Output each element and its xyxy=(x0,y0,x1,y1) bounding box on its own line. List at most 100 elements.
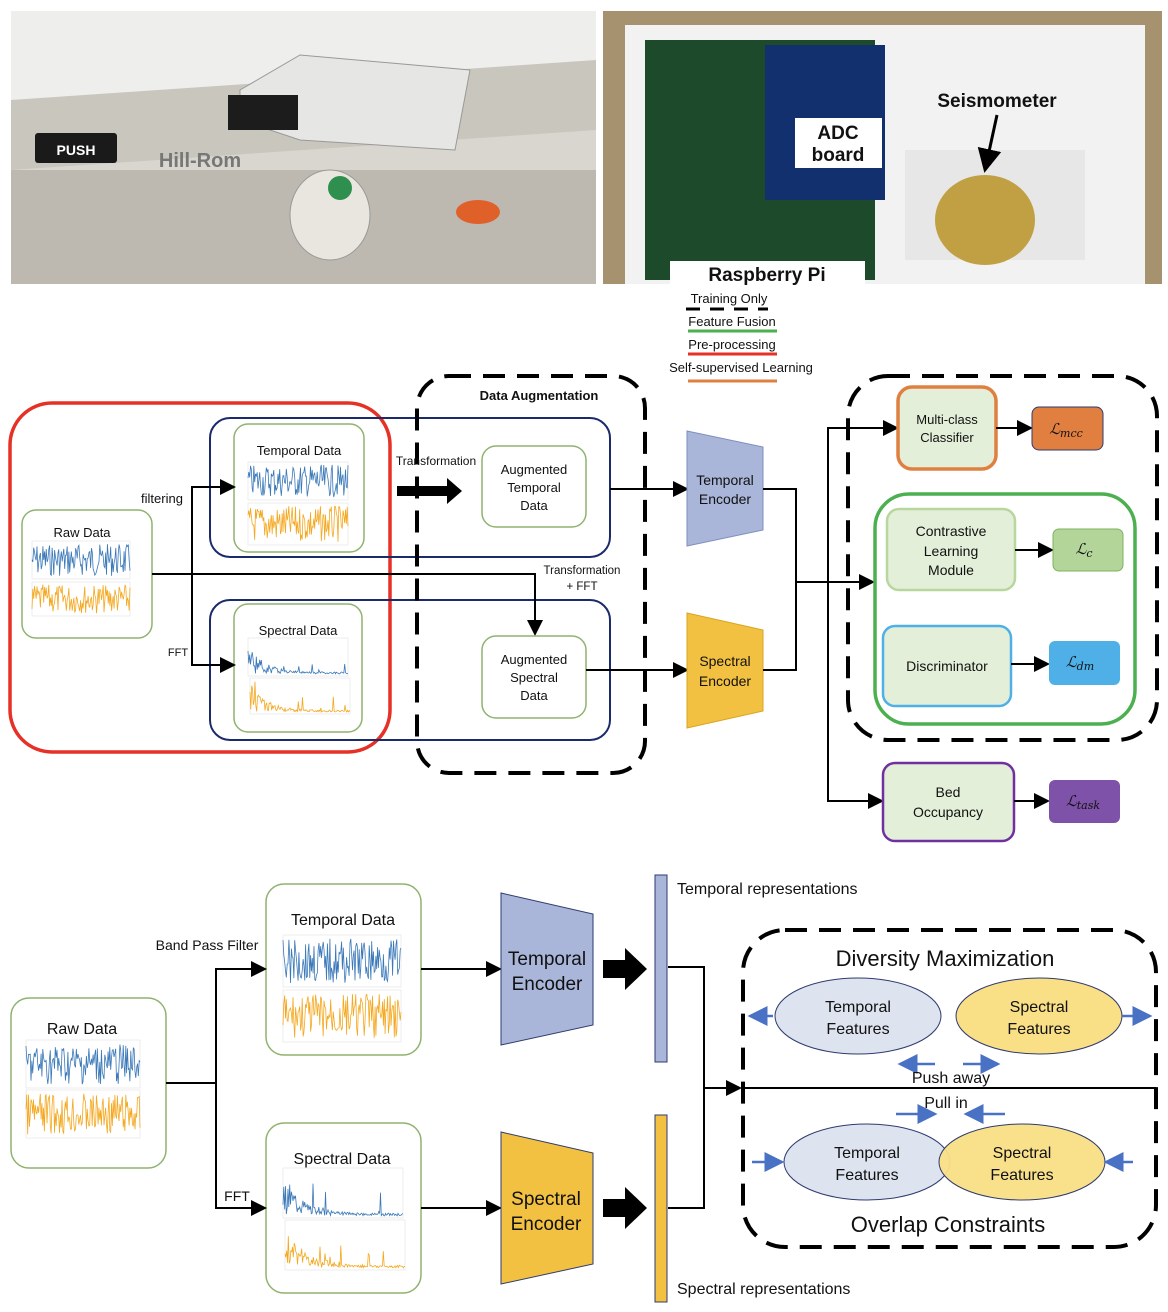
svg-text:Features: Features xyxy=(835,1167,898,1184)
adc-label: ADC xyxy=(817,123,858,144)
signal-trace xyxy=(282,938,402,984)
svg-text:Features: Features xyxy=(990,1167,1053,1184)
fft-arrow xyxy=(191,574,236,673)
signal-trace xyxy=(247,505,349,542)
band-pass-label: Band Pass Filter xyxy=(156,937,259,953)
legend-pre-processing: Pre-processing xyxy=(688,337,775,352)
temporal-features-ellipse-top xyxy=(774,977,942,1055)
spectral-encoder-bottom xyxy=(500,1131,594,1285)
to-bed-occupancy-arrow xyxy=(827,582,884,809)
discriminator-label: Discriminator xyxy=(906,658,988,674)
augmented-spectral-box xyxy=(481,635,587,719)
transformation-label: Transformation xyxy=(396,454,476,468)
bed-label1: Bed xyxy=(936,784,961,800)
signal-trace xyxy=(25,1044,141,1085)
spectral-orange-signal xyxy=(249,677,351,715)
pull-in-label: Pull in xyxy=(924,1095,968,1112)
signal-trace xyxy=(31,584,131,614)
temporal-representations-label: Temporal representations xyxy=(677,881,858,898)
svg-text:Spectral: Spectral xyxy=(993,1145,1052,1162)
svg-text:Temporal: Temporal xyxy=(834,1145,900,1162)
aug-temporal-line3: Data xyxy=(520,498,548,513)
discriminator-box xyxy=(881,624,1013,708)
filtering-arrow xyxy=(191,479,236,574)
multiclass-classifier-box xyxy=(896,385,998,471)
overlap-constraints-title: Overlap Constraints xyxy=(851,1212,1045,1237)
aug-spectral-line2: Spectral xyxy=(510,670,558,685)
data-augmentation-title: Data Augmentation xyxy=(480,388,599,403)
temporal-blue-signal xyxy=(247,461,349,501)
aug-spectral-line3: Data xyxy=(520,688,548,703)
augmented-temporal-box xyxy=(481,445,587,528)
encoder-fusion-lines xyxy=(763,488,797,671)
raspberry-pi-label: Raspberry Pi xyxy=(708,265,825,286)
spectral-data-label-bottom: Spectral Data xyxy=(294,1151,391,1168)
framework-diagram: Data Augmentation Raw Data Temporal Data… xyxy=(8,374,1159,843)
multiclass-label1: Multi-class xyxy=(916,412,978,427)
spectral-encoder-bottom-label1: Spectral xyxy=(511,1189,581,1210)
fft-label: FFT xyxy=(168,647,188,659)
svg-text:Features: Features xyxy=(826,1021,889,1038)
temporal-representation-bar xyxy=(654,874,668,1063)
to-classifier-arrow xyxy=(827,420,899,582)
bed-label2: Occupancy xyxy=(913,804,983,820)
legend-training-only: Training Only xyxy=(691,291,768,306)
push-label: PUSH xyxy=(57,142,96,158)
loss-task-box xyxy=(1049,780,1120,823)
temporal-encoder-bottom-label2: Encoder xyxy=(512,974,583,995)
temporal-block-arrow xyxy=(603,948,647,990)
raw-blue-signal-bottom xyxy=(25,1039,141,1089)
temporal-data-label-bottom: Temporal Data xyxy=(291,912,395,929)
temporal-encoder-label1: Temporal xyxy=(696,472,754,488)
spectral-encoder-label1: Spectral xyxy=(699,653,750,669)
raw-orange-signal xyxy=(31,581,131,617)
spectral-block-arrow xyxy=(603,1187,647,1229)
loss-dm-box xyxy=(1049,641,1120,685)
svg-text:Spectral: Spectral xyxy=(1010,999,1069,1016)
temporal-encoder xyxy=(686,430,764,547)
signal-trace xyxy=(249,681,351,713)
seismometer-label: Seismometer xyxy=(937,91,1057,112)
contrastive-label3: Module xyxy=(928,562,974,578)
spectral-features-ellipse-top xyxy=(955,977,1123,1055)
loss-task: ℒtask xyxy=(1066,792,1100,812)
temporal-encoder-label2: Encoder xyxy=(699,491,751,507)
push-away-label: Push away xyxy=(912,1070,990,1087)
raw-temporal-signal xyxy=(31,540,131,580)
signal-trace xyxy=(247,650,349,675)
preprocessing-region xyxy=(8,401,392,754)
fft-arrow-bottom xyxy=(215,1083,267,1216)
temporal-orange-signal-bottom xyxy=(282,989,402,1043)
loss-mcc-box xyxy=(1031,406,1104,451)
spectral-blue-signal-bottom xyxy=(282,1167,404,1219)
temporal-encoder-bottom xyxy=(500,892,594,1046)
aug-spectral-line1: Augmented xyxy=(501,652,568,667)
band-pass-arrow xyxy=(215,961,267,1083)
legend: Training Only Feature Fusion Pre-process… xyxy=(669,291,813,383)
temporal-orange-signal xyxy=(247,502,349,546)
multiclass-label2: Classifier xyxy=(920,430,974,445)
spectral-data-label: Spectral Data xyxy=(259,623,339,638)
signal-trace xyxy=(282,993,402,1038)
bed-occupancy-box xyxy=(881,761,1016,843)
spectral-encoder-label2: Encoder xyxy=(699,673,751,689)
legend-feature-fusion: Feature Fusion xyxy=(688,314,775,329)
hardware-photo: ADC board Seismometer Raspberry Pi xyxy=(603,11,1162,286)
diversity-maximization-title: Diversity Maximization xyxy=(836,946,1055,971)
aug-temporal-line2: Temporal xyxy=(507,480,561,495)
fft-label-bottom: FFT xyxy=(224,1188,250,1204)
bed-sensor-photo: PUSH Hill-Rom xyxy=(11,11,596,284)
raw-data-label-bottom: Raw Data xyxy=(47,1021,117,1038)
loss-dm: ℒdm xyxy=(1066,653,1094,673)
temporal-features-ellipse-bottom xyxy=(783,1123,951,1201)
feature-fusion-region xyxy=(873,492,1137,726)
raw-to-aug-spectral-arrow xyxy=(152,573,543,636)
transformation-block-arrow xyxy=(397,478,462,504)
data-augmentation-region xyxy=(415,374,647,775)
spectral-representations-label: Spectral representations xyxy=(677,1281,850,1298)
svg-text:Features: Features xyxy=(1007,1021,1070,1038)
signal-trace xyxy=(25,1093,141,1135)
loss-mcc: ℒmcc xyxy=(1049,420,1083,440)
spectral-encoder-bottom-label2: Encoder xyxy=(511,1214,582,1235)
